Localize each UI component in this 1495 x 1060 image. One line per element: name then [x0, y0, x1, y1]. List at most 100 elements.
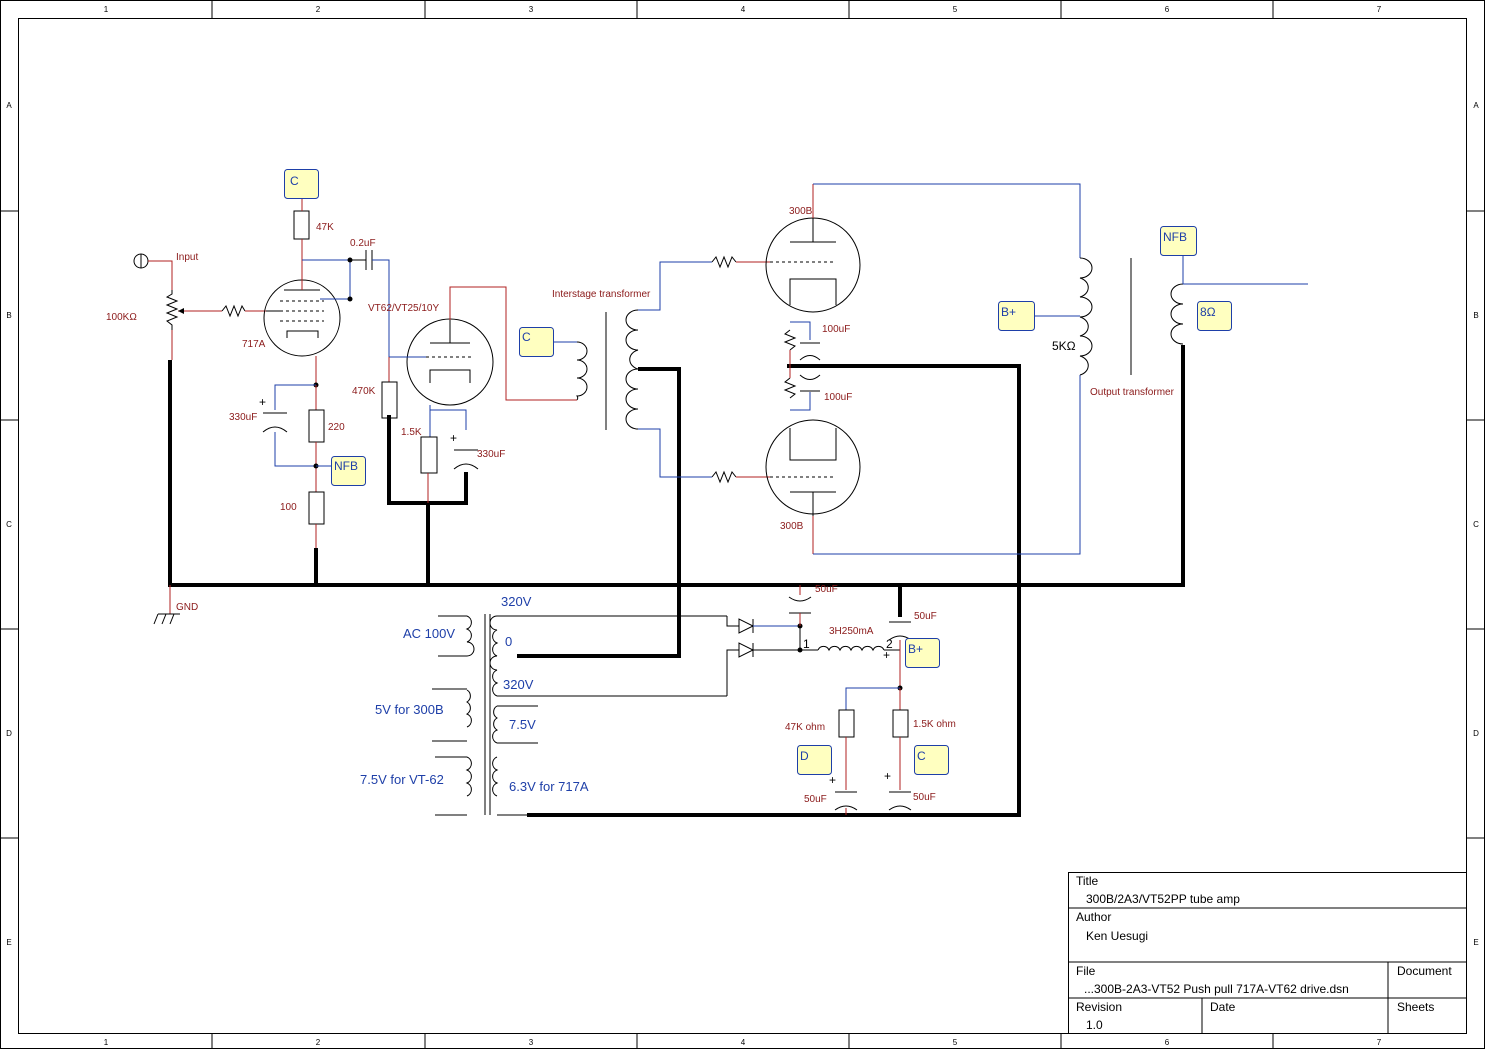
tube-300b-top-label: 300B: [789, 206, 813, 217]
choke-pin1: 1: [803, 637, 810, 651]
tube-717a: [263, 279, 341, 357]
input-label: Input: [176, 252, 198, 263]
r15k-label: 1.5K: [401, 427, 422, 438]
cap-50uf-b-label: 50uF: [914, 611, 937, 622]
row-c-left: C: [6, 520, 12, 529]
grid-leak-470k: [381, 357, 398, 419]
grid-stopper-top: [711, 255, 770, 269]
bias-resistors: [783, 329, 797, 399]
filter-capacitor-c: +: [829, 773, 858, 815]
row-d-right: D: [1473, 729, 1479, 738]
flag-bplus-supply: B+: [905, 638, 940, 668]
flag-c-supply: C: [914, 745, 949, 775]
output-transformer-label: Output transformer: [1090, 387, 1175, 398]
plate-resistor-47k: [293, 199, 310, 280]
zero-tap-label: 0: [505, 634, 512, 649]
cathode-capacitor-100uf-a: [799, 342, 821, 361]
ac-100v-label: AC 100V: [403, 626, 455, 641]
cap-50uf-c-label: 50uF: [804, 794, 827, 805]
volume-potentiometer: [165, 290, 222, 360]
grid-stopper-bottom: [711, 470, 770, 484]
v75-label: 7.5V: [509, 717, 536, 732]
sheets-label: Sheets: [1397, 1000, 1434, 1014]
feedback-resistor-100: [308, 491, 325, 548]
heavy-bus-wires: [168, 345, 1185, 817]
filter-capacitor-d: +: [884, 769, 912, 811]
flag-c-top: C: [284, 169, 319, 199]
svg-text:B+: B+: [1001, 305, 1016, 319]
power-transformer: [432, 614, 727, 816]
output-transformer: [1034, 255, 1308, 376]
row-markers: A B C D E A B C D E: [6, 101, 1479, 947]
svg-text:+: +: [259, 395, 266, 409]
col-5-bottom: 5: [953, 1038, 958, 1047]
title-block: Title 300B/2A3/VT52PP tube amp Author Ke…: [1068, 872, 1467, 1034]
row-b-right: B: [1473, 311, 1478, 320]
svg-text:+: +: [883, 648, 890, 662]
flag-d-supply: D: [797, 745, 832, 775]
ohm5k-label: 5KΩ: [1052, 339, 1076, 353]
col-2-bottom: 2: [316, 1038, 321, 1047]
svg-text:C: C: [917, 749, 926, 763]
col-5-top: 5: [953, 5, 958, 14]
v75-vt62-label: 7.5V for VT-62: [360, 772, 444, 787]
cathode-resistor-220: [308, 385, 325, 492]
row-a-left: A: [6, 101, 12, 110]
r470k-label: 470K: [352, 386, 376, 397]
cap-330uf-b-label: 330uF: [477, 449, 505, 460]
flag-nfb-cathode: NFB: [316, 456, 366, 486]
input-jack: [133, 253, 173, 290]
flag-c-interstage: C: [519, 327, 577, 357]
author-label: Author: [1076, 910, 1111, 924]
r220-label: 220: [328, 422, 345, 433]
r47k-label: 47K: [316, 222, 334, 233]
col-3-bottom: 3: [529, 1038, 534, 1047]
col-6-top: 6: [1165, 5, 1170, 14]
svg-text:+: +: [450, 431, 457, 445]
col-7-top: 7: [1377, 5, 1382, 14]
row-e-left: E: [6, 938, 11, 947]
flag-8-ohm: 8Ω: [1197, 301, 1232, 331]
col-7-bottom: 7: [1377, 1038, 1382, 1047]
gnd-label: GND: [176, 602, 198, 613]
tube-vt62: [406, 318, 494, 406]
r100-label: 100: [280, 502, 297, 513]
svg-text:+: +: [884, 769, 891, 783]
interstage-transformer: [576, 261, 712, 478]
svg-text:NFB: NFB: [1163, 230, 1187, 244]
row-a-right: A: [1473, 101, 1479, 110]
tube-300b-bottom: [765, 419, 861, 554]
svg-text:8Ω: 8Ω: [1200, 305, 1216, 319]
r15k-ohm-label: 1.5K ohm: [913, 719, 956, 730]
document-label: Document: [1397, 964, 1452, 978]
column-markers: 1 2 3 4 5 6 7 1 2 3 4 5 6 7: [104, 5, 1382, 1047]
coupling-capacitor: [350, 250, 390, 350]
row-b-left: B: [6, 311, 11, 320]
cathode-capacitor-330uf-a: +: [259, 395, 316, 467]
cap-50uf-d-label: 50uF: [913, 792, 936, 803]
col-2-top: 2: [316, 5, 321, 14]
svg-text:C: C: [522, 330, 531, 344]
col-4-top: 4: [741, 5, 746, 14]
v5-300b-label: 5V for 300B: [375, 702, 444, 717]
svg-text:B+: B+: [908, 642, 923, 656]
cap-50uf-a-label: 50uF: [815, 584, 838, 595]
col-1-bottom: 1: [104, 1038, 109, 1047]
flag-nfb-output: NFB: [1160, 226, 1197, 256]
cap-330uf-a-label: 330uF: [229, 412, 257, 423]
cap-100uf-b-label: 100uF: [824, 392, 852, 403]
title-label: Title: [1076, 874, 1099, 888]
pot-label: 100KΩ: [106, 312, 137, 323]
grid-resistor-717a: [221, 304, 266, 318]
tube-300b-top: [765, 184, 861, 313]
tube-717a-label: 717A: [242, 339, 266, 350]
cap-02uf-label: 0.2uF: [350, 238, 376, 249]
choke-label: 3H250mA: [829, 626, 874, 637]
col-6-bottom: 6: [1165, 1038, 1170, 1047]
svg-text:D: D: [800, 749, 809, 763]
tube-vt62-label: VT62/VT25/10Y: [368, 303, 439, 314]
choke-inductor: [817, 645, 900, 652]
svg-text:C: C: [290, 174, 299, 188]
